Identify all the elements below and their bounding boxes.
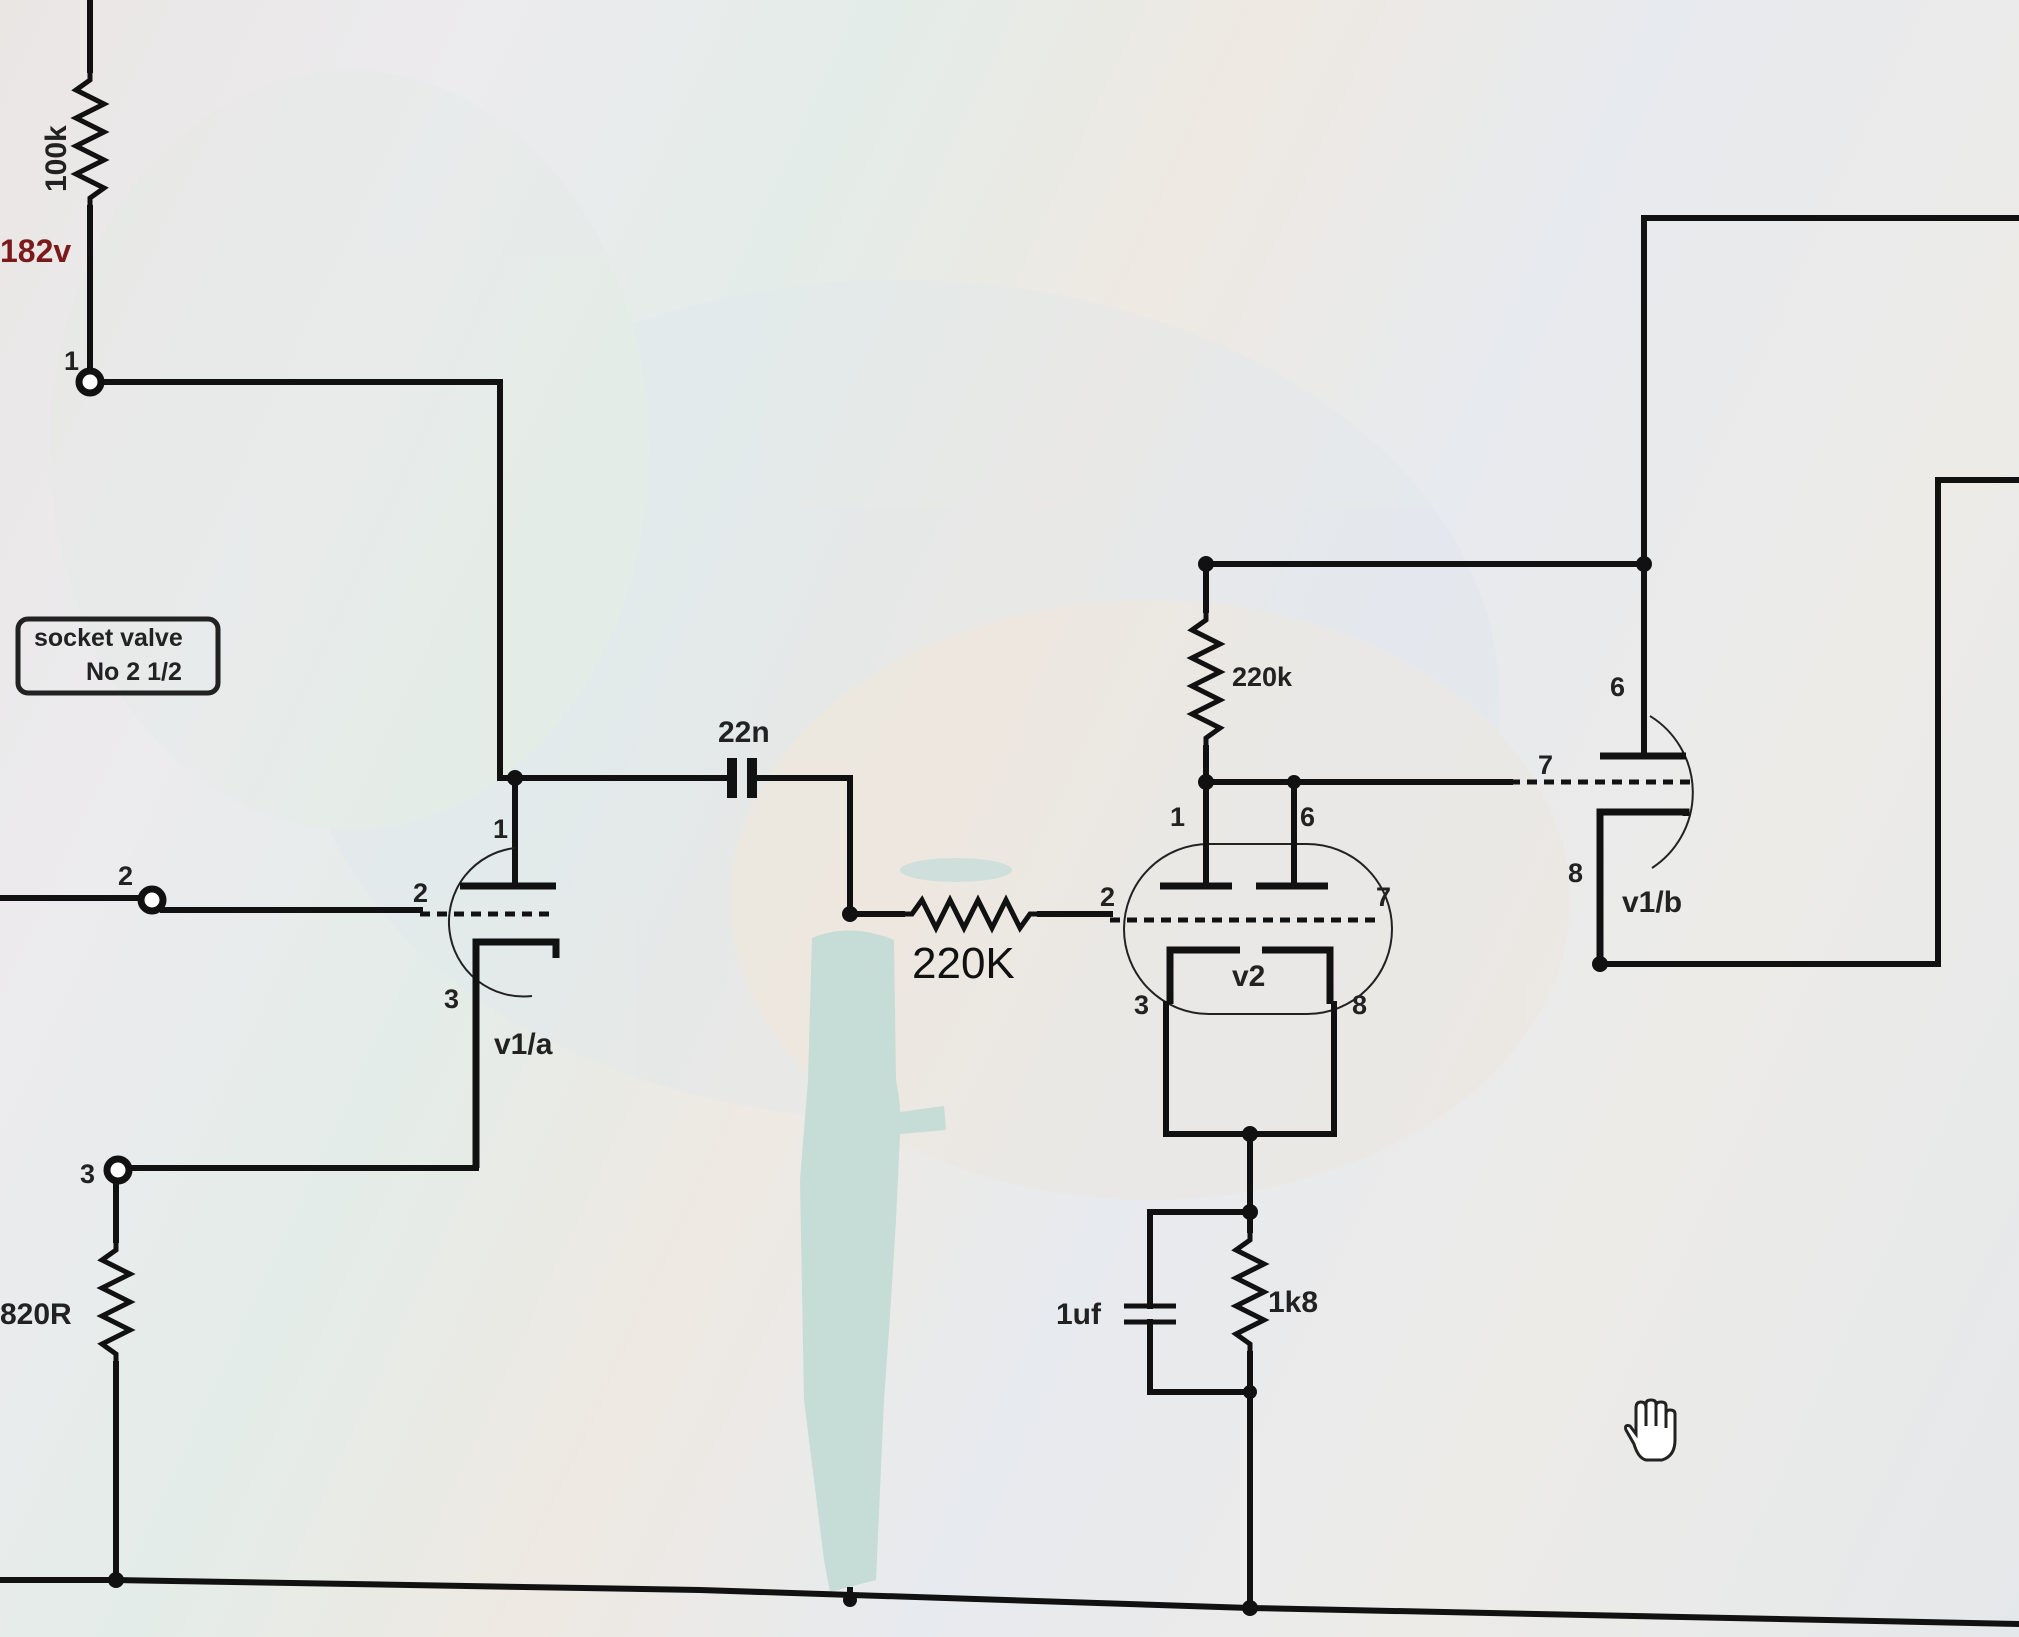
resistor-1k8 bbox=[1230, 1230, 1270, 1354]
resistor-label-1k8: 1k8 bbox=[1268, 1286, 1318, 1319]
valve-v1b bbox=[1510, 715, 1694, 964]
v1a-plate-pin: 1 bbox=[493, 814, 508, 844]
junction-v1b-plate bbox=[1636, 556, 1652, 572]
terminal-3[interactable] bbox=[103, 1155, 133, 1185]
socket-note-line1: socket valve bbox=[34, 624, 183, 652]
terminal-pin-3: 3 bbox=[80, 1159, 95, 1189]
ground-bus bbox=[0, 1577, 2019, 1628]
capacitor-label-1uf: 1uf bbox=[1056, 1298, 1102, 1331]
voltage-label: 182v bbox=[0, 233, 71, 269]
v1a-cathode-pin: 3 bbox=[444, 984, 459, 1014]
supply-wire bbox=[70, 0, 110, 385]
v1a-plate-wire bbox=[98, 379, 503, 781]
resistor-220K-grid bbox=[902, 894, 1040, 934]
hand-cursor-icon[interactable] bbox=[1624, 1398, 1677, 1462]
v1b-pin-7: 7 bbox=[1538, 750, 1553, 780]
resistor-220k-plate bbox=[1186, 610, 1226, 748]
terminal-pin-1: 1 bbox=[64, 346, 79, 376]
v1b-pin-8: 8 bbox=[1568, 858, 1583, 888]
resistor-820R bbox=[96, 1240, 136, 1364]
valve-label-v2: v2 bbox=[1232, 960, 1265, 993]
v2-pin-7: 7 bbox=[1376, 882, 1391, 912]
v1a-grid-pin: 2 bbox=[413, 878, 428, 908]
v2-pin-6: 6 bbox=[1300, 802, 1315, 832]
socket-note-line2: No 2 1/2 bbox=[86, 658, 182, 686]
resistor-label-220k-plate: 220k bbox=[1232, 662, 1293, 692]
terminal-pin-2: 2 bbox=[118, 861, 133, 891]
v1b-pin-6: 6 bbox=[1610, 672, 1625, 702]
v2-pin-8: 8 bbox=[1352, 990, 1367, 1020]
retouch-smudge-top bbox=[900, 858, 1012, 882]
valve-label-v1b: v1/b bbox=[1622, 886, 1682, 919]
v1b-plate-wire bbox=[1641, 215, 2019, 567]
valve-label-v1a: v1/a bbox=[494, 1028, 553, 1061]
background-moire bbox=[50, 70, 1570, 1200]
valve-v2 bbox=[1110, 843, 1393, 1015]
capacitor-label-22n: 22n bbox=[718, 716, 770, 749]
resistor-label-220K: 220K bbox=[912, 939, 1015, 988]
v1b-cathode-wire bbox=[1597, 477, 2019, 967]
retouch-figure bbox=[800, 930, 946, 1592]
v2-pin-2: 2 bbox=[1100, 882, 1115, 912]
resistor-label-100k: 100k bbox=[40, 125, 73, 192]
junction-ground-820R bbox=[108, 1572, 124, 1588]
valve-v1a bbox=[420, 847, 560, 1168]
terminal-2[interactable] bbox=[137, 885, 167, 915]
socket-note-box bbox=[15, 616, 221, 696]
v2-pin-3: 3 bbox=[1134, 990, 1149, 1020]
v2-pin-1: 1 bbox=[1170, 802, 1185, 832]
resistor-label-820R: 820R bbox=[0, 1298, 72, 1331]
terminal-1[interactable] bbox=[75, 367, 105, 397]
